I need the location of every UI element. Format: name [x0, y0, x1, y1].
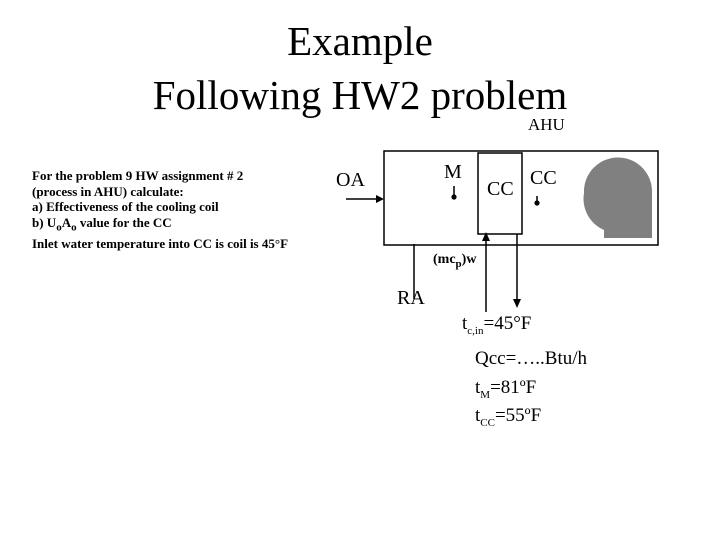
title-line-2: Following HW2 problem — [152, 72, 568, 118]
water-return-arrow — [513, 299, 521, 308]
cooling-coil-box — [477, 152, 523, 235]
m-marker-dot — [451, 194, 457, 200]
uoao-sub-2: o — [71, 221, 77, 234]
water-flow-suffix: )w — [461, 252, 477, 267]
tc-in-sub: c,in — [467, 324, 484, 337]
problem-line-3: a) Effectiveness of the cooling coil — [32, 199, 219, 214]
tcc-sub: CC — [480, 416, 495, 429]
uoao-a: A — [61, 214, 72, 230]
ahu-box — [383, 150, 659, 246]
ra-label: RA — [397, 287, 425, 309]
uoao-suffix: value for the CC — [76, 214, 172, 230]
tm-result: tM=81ºF — [475, 377, 536, 401]
cc-marker-dot — [534, 200, 540, 206]
tc-in-prefix: t — [462, 313, 468, 334]
problem-line-5: Inlet water temperature into CC is coil … — [32, 235, 289, 251]
tcc-prefix: t — [475, 405, 481, 426]
water-flow-prefix: (mc — [433, 252, 456, 267]
fan-icon — [583, 157, 652, 238]
mixing-point-label: M — [444, 161, 462, 183]
problem-statement: For the problem 9 HW assignment # 2 (pro… — [32, 168, 288, 251]
problem-line-4: b) UoAo value for the CC — [32, 215, 288, 236]
tc-in-value: =45°F — [483, 313, 532, 334]
tm-value: =81ºF — [490, 377, 537, 398]
oa-label: OA — [336, 169, 365, 191]
water-flow-label: (mcp)w — [433, 252, 476, 270]
qcc-result: Qcc=…..Btu/h — [475, 348, 588, 369]
cc-label-inside: CC — [487, 178, 514, 200]
title-line-1: Example — [287, 18, 433, 64]
problem-line-2: (process in AHU) calculate: — [32, 183, 184, 199]
tcc-value: =55ºF — [494, 405, 542, 426]
tcc-result: tCC=55ºF — [475, 405, 541, 429]
ahu-label: AHU — [528, 115, 565, 134]
tm-prefix: t — [475, 377, 481, 398]
cc-label-outlet: CC — [530, 167, 557, 189]
water-flow-sub: p — [455, 257, 462, 270]
tm-sub: M — [480, 388, 491, 401]
tc-in-label: tc,in=45°F — [462, 313, 531, 337]
uoao-u: b) U — [32, 214, 57, 230]
water-supply-arrow — [482, 232, 490, 241]
uoao-sub-1: o — [56, 221, 62, 234]
oa-arrow-head — [376, 195, 384, 203]
problem-line-1: For the problem 9 HW assignment # 2 — [32, 168, 244, 183]
